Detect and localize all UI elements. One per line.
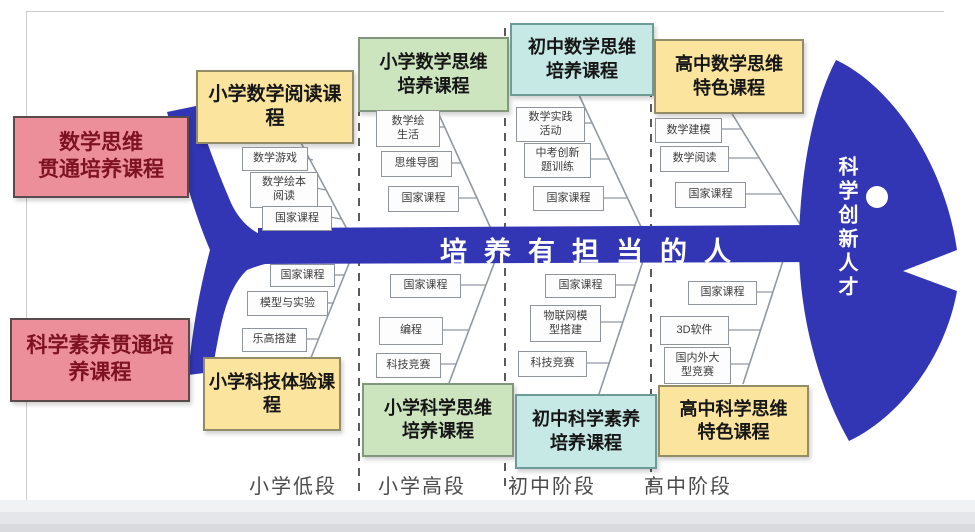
course-box-senior-math: 高中数学思维 特色课程: [654, 39, 804, 114]
branch-item: 国家课程: [262, 206, 332, 231]
branch-item: 国家课程: [688, 281, 757, 305]
course-box-primary-low-math: 小学数学阅读课 程: [196, 70, 354, 144]
course-box-primary-high-math: 小学数学思维 培养课程: [358, 37, 509, 112]
branch-item: 国家课程: [388, 186, 459, 212]
branch-item: 国家课程: [390, 274, 461, 298]
fish-eye: [866, 186, 888, 208]
branch-item: 国家课程: [533, 186, 604, 211]
branch-item: 思维导图: [381, 151, 452, 177]
course-box-junior-math: 初中数学思维 培养课程: [510, 23, 654, 96]
branch-item: 科技竞赛: [518, 351, 587, 377]
fish-head: [799, 60, 957, 441]
fish-spine: [258, 225, 818, 264]
frame-left-line: [26, 11, 27, 500]
branch-item: 科技竞赛: [376, 353, 441, 378]
branch-item: 数学绘本 阅读: [250, 172, 318, 208]
stage-label-senior: 高中阶段: [644, 476, 732, 498]
branch-item: 数学实践 活动: [516, 107, 585, 142]
branch-item: 数学绘 生活: [376, 110, 440, 147]
branch-item: 数学建模: [655, 118, 722, 143]
footer-strip: [0, 524, 975, 532]
branch-item: 物联网模 型搭建: [530, 305, 601, 342]
branch-item: 数学阅读: [660, 146, 729, 172]
stage-label-primary-high: 小学高段: [378, 476, 466, 498]
spine-slogan: 培养有担当的人: [440, 237, 748, 267]
branch-item: 模型与实验: [247, 291, 328, 316]
branch-item: 国内外大 型竞赛: [664, 347, 731, 384]
course-box-junior-science: 初中科学素养 培养课程: [515, 394, 657, 469]
footer-strip: [0, 500, 975, 512]
frame-top-line: [26, 11, 944, 12]
branch-item: 国家课程: [545, 274, 616, 298]
branch-item: 3D软件: [660, 316, 729, 345]
course-box-primary-low-science: 小学科技体验课 程: [203, 357, 341, 431]
branch-item: 编程: [379, 317, 443, 345]
branch-item: 国家课程: [675, 182, 746, 208]
branch-item: 国家课程: [270, 264, 335, 287]
stage-label-primary-low: 小学低段: [249, 476, 337, 498]
goal-box-science: 科学素养贯通培 养课程: [10, 318, 190, 402]
course-box-primary-high-science: 小学科学思维 培养课程: [362, 383, 514, 457]
branch-item: 乐高搭建: [242, 328, 307, 352]
fish-head-label: 科学创新人才: [835, 156, 857, 300]
fish-tail: [167, 106, 300, 375]
footer-strip: [0, 512, 975, 524]
branch-item: 中考创新 题训练: [524, 143, 591, 178]
goal-box-math: 数学思维 贯通培养课程: [13, 116, 189, 198]
stage-label-junior: 初中阶段: [508, 476, 596, 498]
branch-item: 数学游戏: [242, 147, 308, 171]
course-box-senior-science: 高中科学思维 特色课程: [658, 385, 809, 457]
